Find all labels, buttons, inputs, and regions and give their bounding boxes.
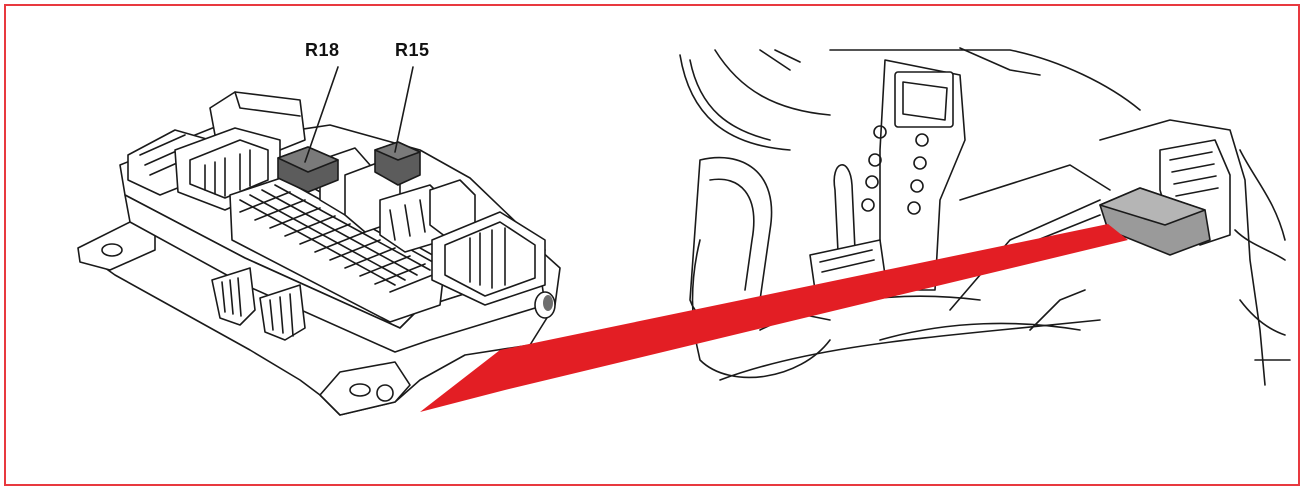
figure-frame	[4, 4, 1300, 486]
leader-r15	[394, 66, 414, 153]
relay-r18	[277, 146, 339, 193]
module-location	[1099, 187, 1211, 256]
vehicle-interior	[679, 47, 1291, 386]
location-pointer	[420, 224, 1128, 412]
relay-r15	[374, 141, 421, 186]
relay-label-r15: R15	[395, 40, 430, 60]
fuse-relay-box	[77, 66, 561, 416]
relay-label-r18: R18	[305, 40, 340, 60]
leader-r18	[304, 66, 339, 163]
fuse-grid	[229, 174, 446, 323]
